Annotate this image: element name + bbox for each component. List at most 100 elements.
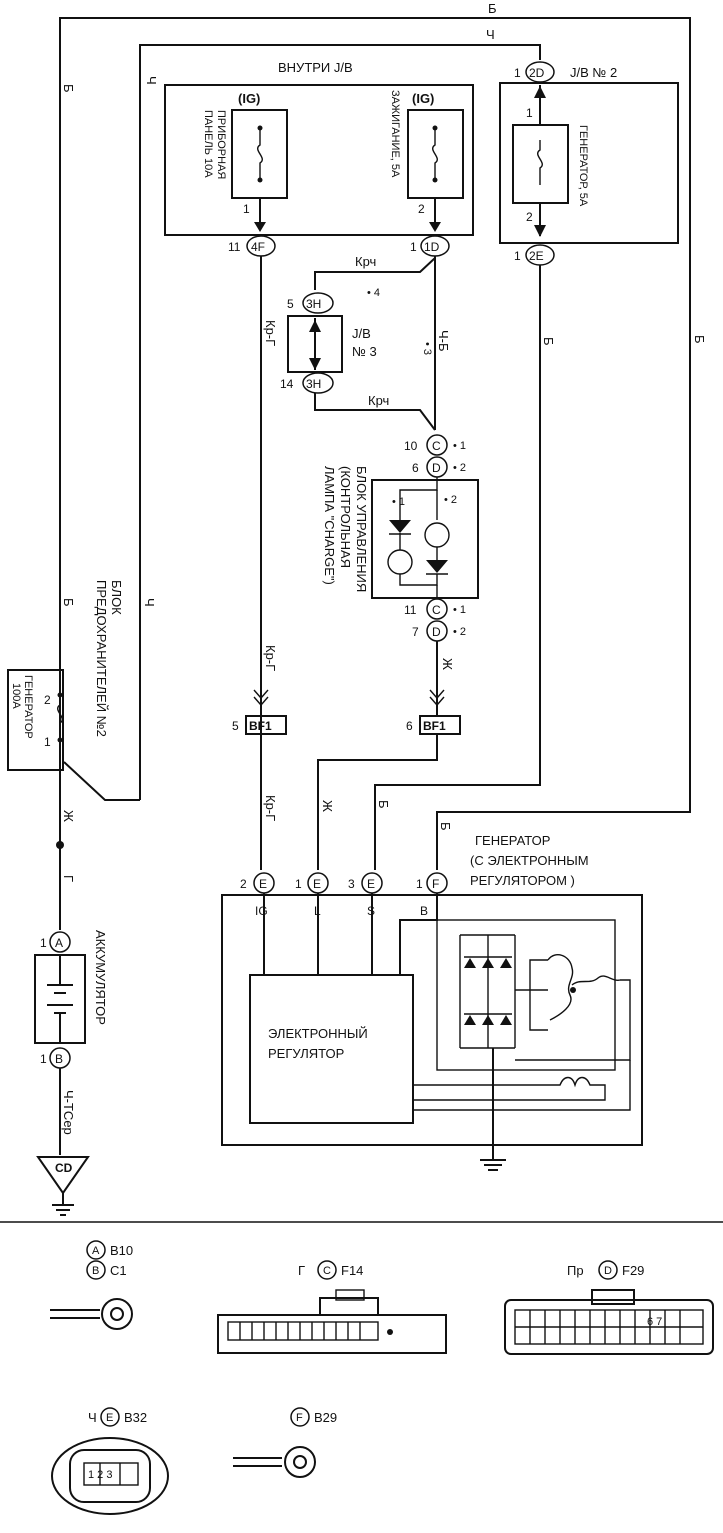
connector-1-B-num: 1 [40,1052,47,1066]
legend-connector-c-shape [217,1289,447,1354]
jb-no3-box [287,315,343,373]
control-unit-box [371,477,479,599]
connector-1-2E-num: 1 [514,249,521,263]
connector-7-D-num: 7 [412,625,419,639]
connector-5-BF1 [245,715,287,735]
legend-ring-terminal-f [233,1446,316,1478]
connector-arrow-6 [429,689,445,707]
connector-1-E-num: 1 [295,877,302,891]
legend-ab-b-ref: C1 [110,1263,127,1278]
jb-no2-box [499,82,679,244]
connector-1-A [49,931,71,953]
jb-no3-label-2: № 3 [352,344,377,359]
battery-label: АККУМУЛЯТОР [93,930,108,1025]
jb-inside-box [164,84,474,236]
connector-10-C-note: • 1 [453,440,466,452]
fuse-generator-5a-pin-bottom: 2 [526,210,533,224]
top-wires [59,17,691,870]
legend-d-code-letter: D [604,1265,612,1277]
connector-11-C-num: 11 [404,603,417,617]
wire-label-krch-bottom: Крч [368,393,389,408]
connector-14-3H [302,372,334,394]
connector-1-E-code: E [313,877,321,891]
fuse-ignition-5a [407,109,464,232]
connector-10-C-code: C [432,439,441,453]
connector-1-1D-num: 1 [410,240,417,254]
connector-6-D-num: 6 [412,461,419,475]
wire-label-b-F: Б [438,822,453,831]
connector-11-C [426,598,448,620]
connector-1-2D [525,61,555,83]
legend-e-pins: 1 2 3 [88,1469,112,1481]
terminal-ig: IG [255,904,268,918]
generator-label-3: РЕГУЛЯТОРОМ ) [470,873,575,888]
wire-label-b-right: Б [692,335,707,344]
legend-ab-code-a [86,1240,106,1260]
legend-c-code [317,1260,337,1280]
wire-label-zh-lamp: Ж [440,658,455,670]
legend-c-color: Г [298,1263,305,1278]
wire-label-kr-g-bottom: Кр-Г [263,795,278,821]
regulator-label-2: РЕГУЛЯТОР [268,1046,344,1061]
connector-2-E-code: E [259,877,267,891]
connector-6-BF1 [419,715,461,735]
terminal-l: L [314,904,321,918]
wire-label-zh-battery: Ж [61,810,76,822]
connector-11-C-code: C [432,603,441,617]
connector-7-D-code: D [432,625,441,639]
legend-c-code-letter: C [323,1265,331,1277]
connector-6-D-code: D [432,461,441,475]
wire-label-kr-g-mid: Кр-Г [263,645,278,671]
wire-label-ch-left: Ч [144,76,159,85]
connector-5-3H-code: 3H [306,297,321,311]
legend-e-ref: B32 [124,1410,147,1425]
wire-label-b-mid: Б [61,598,76,607]
legend-d-color: Пр [567,1263,584,1278]
control-unit-label-3: ЛАМПА "CHARGE") [322,466,337,585]
connector-10-C-num: 10 [404,439,418,453]
fuse-panel-mode: (IG) [238,91,260,106]
regulator-label-1: ЭЛЕКТРОННЫЙ [268,1026,368,1041]
wire-label-b-top: Б [61,84,76,93]
connector-14-3H-num: 14 [280,377,294,391]
fuse-panel-name-1: ПРИБОРНАЯ [215,110,227,179]
wire-label-krch-top: Крч [355,254,376,269]
legend-connector-d-shape [504,1289,714,1355]
generator-label-1: ГЕНЕРАТОР [475,833,550,848]
connector-5-BF1-num: 5 [232,719,239,733]
lamp-mark-1: • 1 [392,496,405,508]
legend-d-code [598,1260,618,1280]
connector-6-BF1-code: BF1 [423,719,446,733]
connector-11-4F-num: 11 [228,240,241,254]
ground-cd-code: CD [55,1161,73,1175]
fuse-block-label-1: БЛОК [109,580,124,615]
connector-1-2D-code: 2D [529,66,545,80]
fuse-100a-pin-bottom: 1 [44,735,51,749]
fuse-panel-name-2: ПАНЕЛЬ 10А [202,110,214,178]
legend-f-ref: B29 [314,1410,337,1425]
wires-ignition [314,256,436,431]
legend-ab-a-ref: B10 [110,1243,133,1258]
connector-1-A-code: A [55,936,63,950]
fuse-block-label-2: ПРЕДОХРАНИТЕЛЕЙ №2 [94,580,109,737]
fuse-generator-5a-name: ГЕНЕРАТОР, 5А [577,125,589,207]
connector-6-BF1-num: 6 [406,719,413,733]
jb-no2-title: J/B № 2 [570,65,617,80]
connector-3-E-code: E [367,877,375,891]
wire-junction [56,841,64,849]
wire-label-b-2E: Б [541,337,556,346]
wire-label-b-top-right: Б [488,1,497,16]
legend-ab-code-b [86,1260,106,1280]
connector-1-B-code: B [55,1052,63,1066]
legend-c-ref: F14 [341,1263,363,1278]
connector-1-2D-num: 1 [514,66,521,80]
connector-1-1D-code: 1D [424,240,440,254]
wire-zh-to-L [317,734,438,870]
wire-label-zh-L: Ж [320,800,335,812]
fuse-ignition-name: ЗАЖИГАНИЕ, 5А [389,90,401,178]
fuse-ignition-pin: 2 [418,202,425,216]
legend-ring-terminal-ab [50,1298,133,1330]
legend-e-color: Ч [88,1410,97,1425]
battery-symbol [34,954,86,1044]
